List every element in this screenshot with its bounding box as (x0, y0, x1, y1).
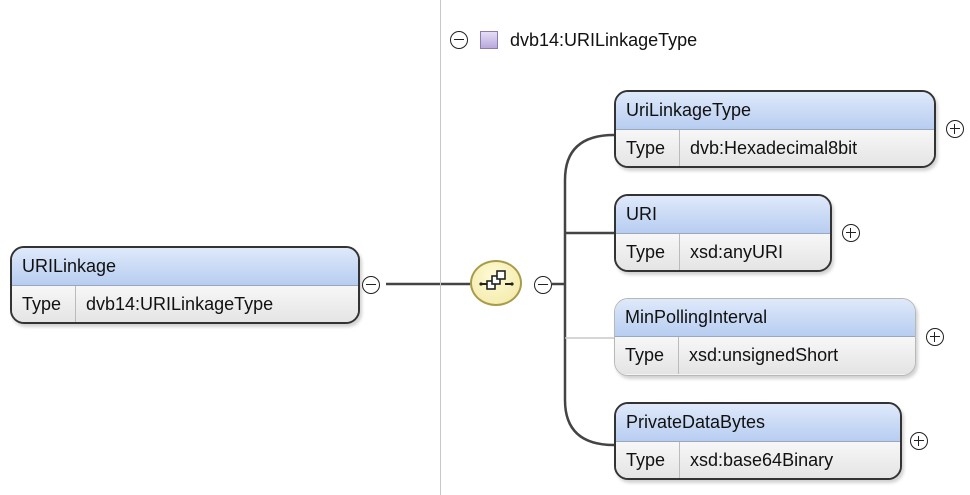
expand-icon[interactable] (842, 224, 860, 242)
collapse-icon[interactable] (450, 31, 468, 49)
child-element-uri[interactable]: URI Type xsd:anyURI (614, 194, 832, 272)
type-value: dvb14:URILinkageType (86, 294, 274, 314)
connector-trunk (563, 133, 615, 447)
sequence-glyph (479, 270, 514, 290)
type-label: Type (616, 442, 680, 478)
child-element-private-data-bytes[interactable]: PrivateDataBytes Type xsd:base64Binary (614, 402, 902, 480)
type-value: xsd:anyURI (690, 242, 784, 262)
group-title: dvb14:URILinkageType (510, 29, 698, 50)
element-name: URILinkage (12, 248, 358, 286)
complex-type-icon (480, 31, 498, 49)
type-row: Type dvb14:URILinkageType (12, 286, 358, 322)
collapse-icon[interactable] (362, 276, 380, 294)
root-element-node[interactable]: URILinkage Type dvb14:URILinkageType (10, 246, 360, 324)
type-label: Type (615, 337, 679, 374)
type-label: Type (12, 286, 76, 322)
sequence-compositor-icon[interactable] (470, 260, 522, 306)
group-frame (440, 0, 970, 495)
type-row: Type xsd:unsignedShort (615, 337, 915, 374)
type-value: dvb:Hexadecimal8bit (690, 138, 858, 158)
type-value: xsd:unsignedShort (689, 345, 839, 365)
expand-icon[interactable] (946, 120, 964, 138)
type-row: Type xsd:anyURI (616, 234, 830, 270)
element-name: MinPollingInterval (615, 299, 915, 337)
collapse-icon[interactable] (534, 276, 552, 294)
type-label: Type (616, 234, 680, 270)
group-header: dvb14:URILinkageType (440, 18, 697, 62)
type-row: Type dvb:Hexadecimal8bit (616, 130, 934, 166)
element-name: UriLinkageType (616, 92, 934, 130)
type-value: xsd:base64Binary (690, 450, 834, 470)
expand-icon[interactable] (926, 328, 944, 346)
element-name: URI (616, 196, 830, 234)
type-label: Type (616, 130, 680, 166)
child-element-min-polling-interval[interactable]: MinPollingInterval Type xsd:unsignedShor… (614, 298, 916, 376)
element-name: PrivateDataBytes (616, 404, 900, 442)
child-element-uri-linkage-type[interactable]: UriLinkageType Type dvb:Hexadecimal8bit (614, 90, 936, 168)
expand-icon[interactable] (910, 432, 928, 450)
type-row: Type xsd:base64Binary (616, 442, 900, 478)
